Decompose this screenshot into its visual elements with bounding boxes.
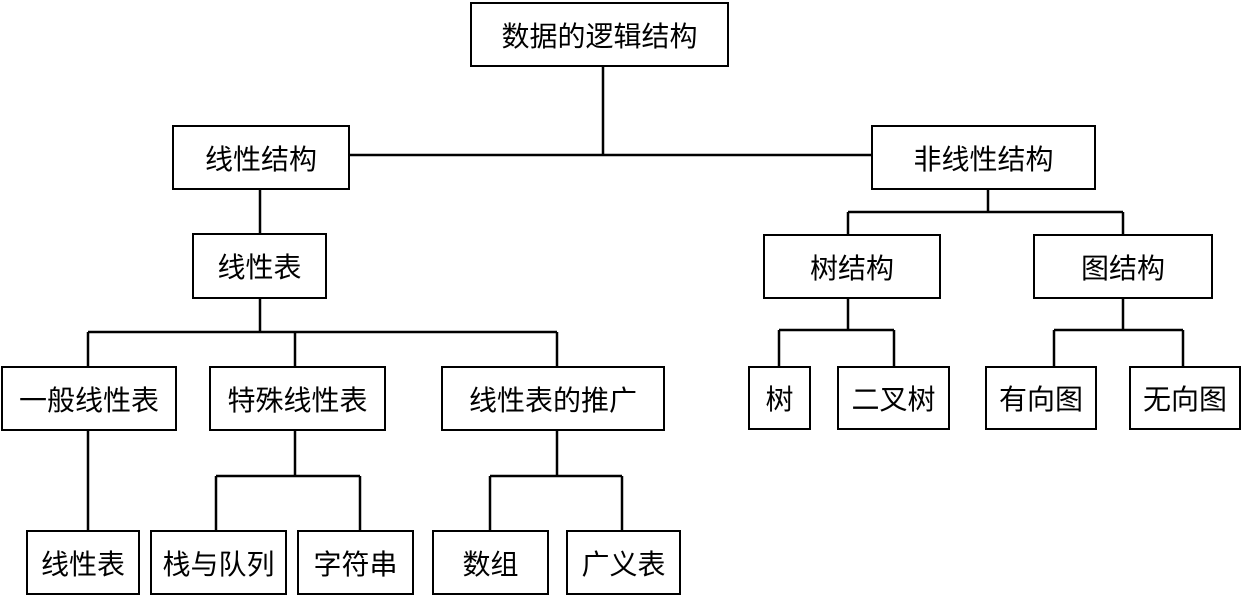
node-graph-structure: 图结构 xyxy=(1033,234,1213,299)
node-tree-structure: 树结构 xyxy=(763,234,941,299)
node-linear-list-leaf: 线性表 xyxy=(26,530,140,595)
node-tree: 树 xyxy=(748,366,811,430)
node-array: 数组 xyxy=(432,530,549,595)
node-nonlinear-structure: 非线性结构 xyxy=(871,125,1096,190)
node-linear-list: 线性表 xyxy=(192,233,327,299)
node-stack-and-queue: 栈与队列 xyxy=(150,530,287,595)
node-special-linear-list: 特殊线性表 xyxy=(209,366,386,431)
node-binary-tree: 二叉树 xyxy=(837,366,950,430)
node-directed-graph: 有向图 xyxy=(985,366,1097,430)
node-undirected-graph: 无向图 xyxy=(1129,366,1241,430)
node-root: 数据的逻辑结构 xyxy=(470,2,729,67)
node-generalized-list: 广义表 xyxy=(566,530,681,595)
node-linear-list-generalization: 线性表的推广 xyxy=(441,366,665,431)
node-general-linear-list: 一般线性表 xyxy=(1,366,177,431)
node-linear-structure: 线性结构 xyxy=(172,125,350,190)
node-string: 字符串 xyxy=(297,530,414,595)
